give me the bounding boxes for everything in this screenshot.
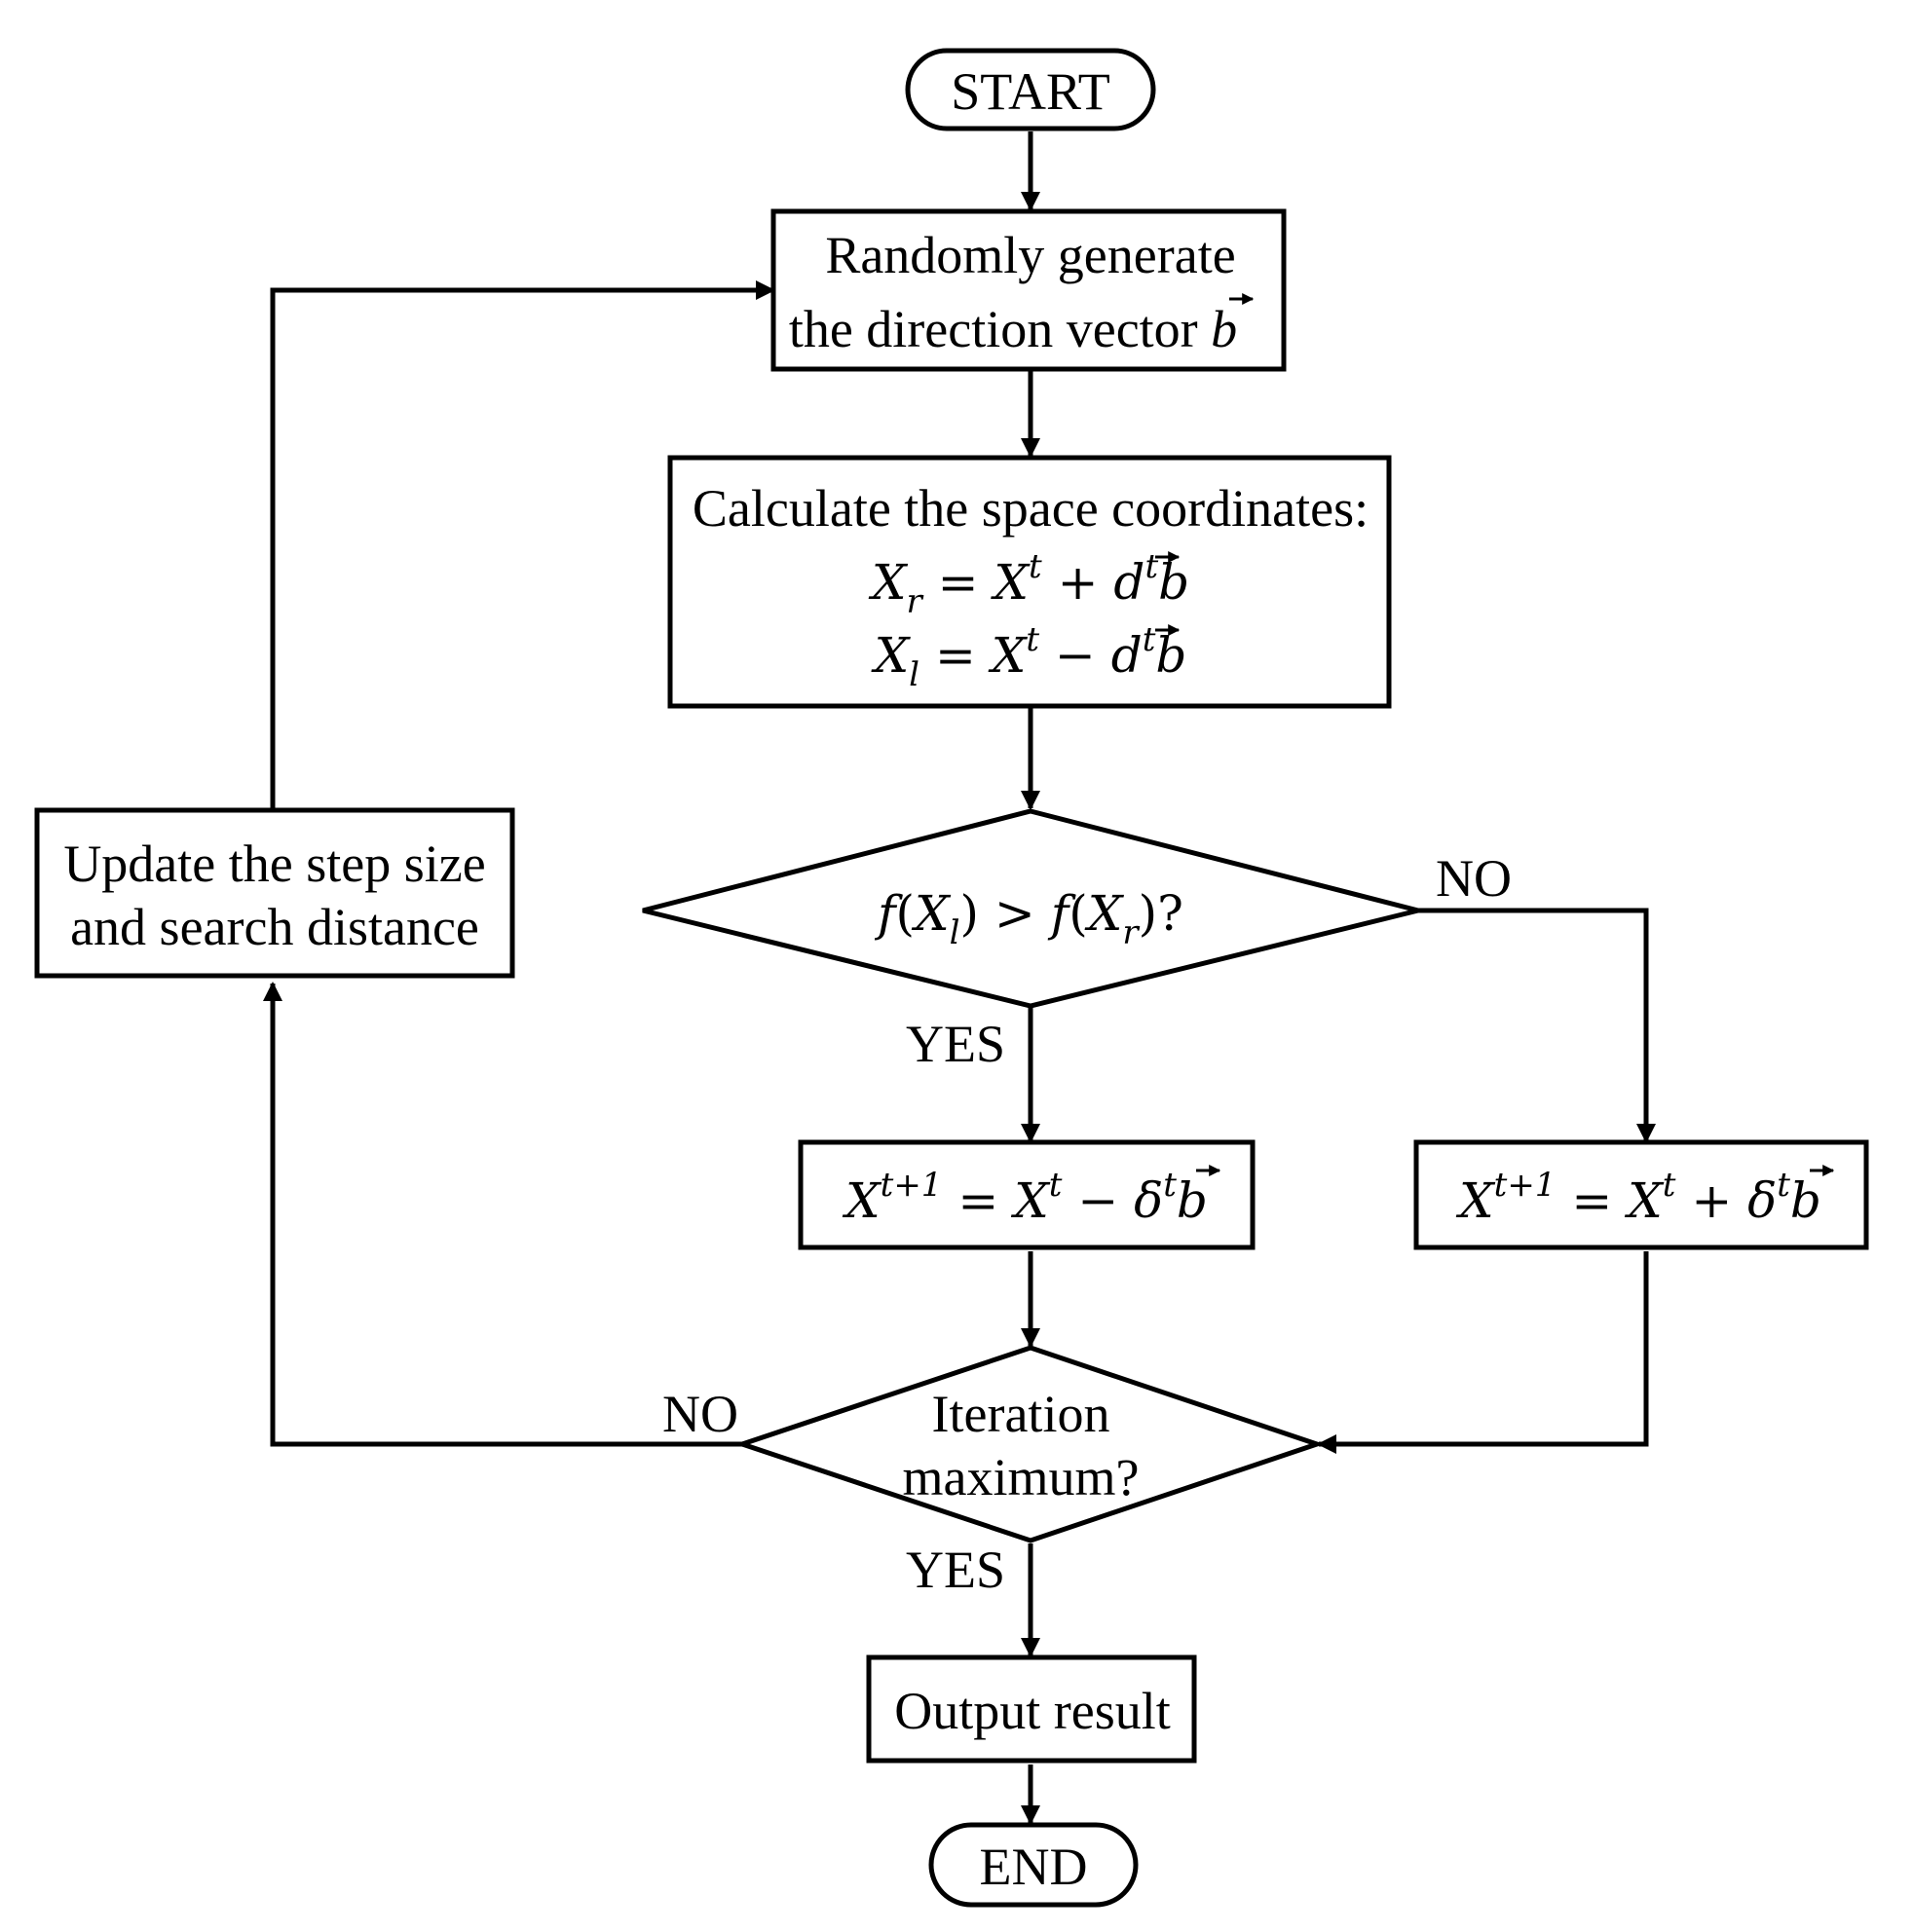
edge-plus-to-iteration <box>1317 1251 1649 1454</box>
update-step-line2: and search distance <box>70 898 479 956</box>
generate-line2: the direction vector b <box>789 300 1237 358</box>
end-terminal: END <box>928 1822 1139 1908</box>
update-minus-equation: Xt+1 = Xt − δtb <box>842 1166 1208 1229</box>
compare-suffix: ? <box>1157 885 1183 942</box>
update-plus-box: Xt+1 = Xt + δtb <box>1413 1139 1869 1250</box>
edge-update-to-generate <box>270 280 775 810</box>
calculate-coordinates-box: Calculate the space coordinates: Xr = Xt… <box>667 455 1392 709</box>
generate-line1: Randomly generate <box>825 226 1235 284</box>
eq-l-op: − <box>1055 627 1096 684</box>
output-result-box: Output result <box>866 1654 1197 1764</box>
update-plus-equation: Xt+1 = Xt + δtb <box>1455 1166 1821 1229</box>
generate-line2-var: b <box>1211 300 1237 358</box>
compare-yes-label: YES <box>906 1015 1005 1073</box>
start-terminal: START <box>905 48 1156 131</box>
generate-direction-box: Randomly generate the direction vector b <box>770 208 1287 372</box>
calculate-header: Calculate the space coordinates: <box>693 479 1369 538</box>
eq-r-op: + <box>1058 554 1099 611</box>
compare-decision: f(Xl) > f(Xr)? <box>642 808 1419 1009</box>
equation-xr: Xr = Xt + dtb <box>868 547 1189 621</box>
edge-compare-no <box>1418 908 1656 1143</box>
output-label: Output result <box>894 1682 1170 1740</box>
eq-r-lhs: X <box>868 554 909 611</box>
edge-iteration-no <box>263 982 742 1447</box>
eq-l-sub: l <box>909 655 919 694</box>
equation-xl: Xl = Xt − dtb <box>871 620 1187 694</box>
compare-no-label: NO <box>1436 849 1512 908</box>
update-minus-box: Xt+1 = Xt − δtb <box>798 1139 1256 1250</box>
start-label: START <box>951 62 1109 121</box>
generate-line2-text: the direction vector <box>789 300 1211 358</box>
update-minus-op: − <box>1077 1172 1118 1229</box>
connectors <box>263 131 1656 1825</box>
iteration-no-label: NO <box>662 1385 738 1443</box>
iteration-line2: maximum? <box>903 1448 1140 1506</box>
eq-l-lhs: X <box>871 627 912 684</box>
compare-condition: f(Xl) > f(Xr)? <box>874 885 1183 952</box>
eq-r-sub: r <box>906 582 923 621</box>
end-label: END <box>980 1838 1088 1896</box>
iteration-yes-label: YES <box>906 1541 1005 1599</box>
update-plus-op: + <box>1691 1172 1732 1229</box>
iteration-decision: Iteration maximum? <box>734 1345 1325 1543</box>
update-step-line1: Update the step size <box>63 835 485 893</box>
iteration-line1: Iteration <box>932 1385 1110 1443</box>
update-step-box: Update the step size and search distance <box>34 807 515 979</box>
